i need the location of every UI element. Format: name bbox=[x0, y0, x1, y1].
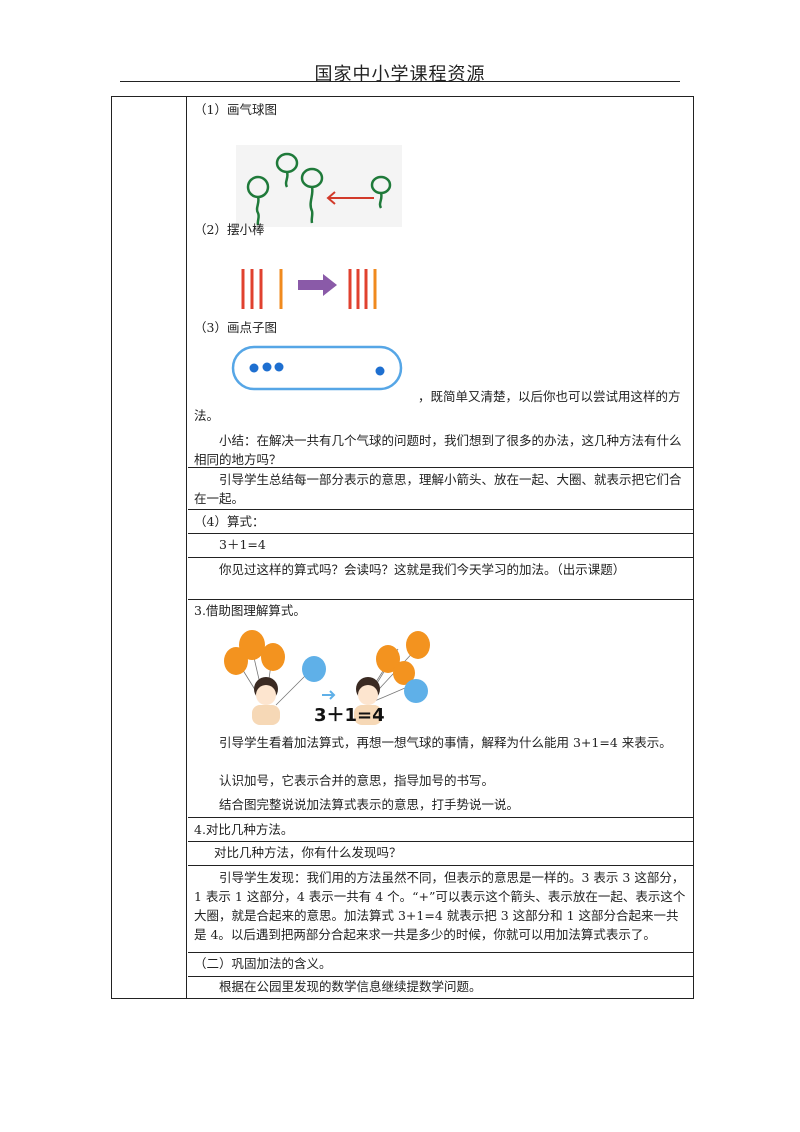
row-divider bbox=[188, 557, 693, 558]
row-divider bbox=[188, 599, 693, 600]
guide-1-text: 引导学生总结每一部分表示的意思，理解小箭头、放在一起、大圈、就表示把它们合在一起… bbox=[194, 472, 682, 506]
discover-text: 引导学生发现：我们用的方法虽然不同，但表示的意思是一样的。3 表示 3 这部分，… bbox=[194, 870, 686, 942]
balloon-kids-picture: 3＋1=4 bbox=[224, 630, 430, 726]
table-left-column bbox=[112, 97, 187, 998]
row-divider bbox=[188, 976, 693, 977]
formula-heading: （4）算式： bbox=[194, 514, 265, 529]
section-3-heading: 3.借助图理解算式。 bbox=[194, 603, 306, 618]
table-right-column: （1）画气球图 （2）摆小棒 bbox=[188, 97, 693, 998]
section-4-heading: 4.对比几种方法。 bbox=[194, 822, 294, 837]
formula-text: 3＋1=4 bbox=[219, 537, 266, 552]
row-divider bbox=[188, 952, 693, 953]
summary-text: 小结：在解决一共有几个气球的问题时，我们想到了很多的办法，这几种方法有什么相同的… bbox=[194, 433, 682, 467]
dots-tail-text: ，既简单又清楚，以后你也可以尝试用这样的方法。 bbox=[194, 389, 681, 423]
dots-drawing bbox=[231, 345, 403, 391]
compare-question: 对比几种方法，你有什么发现吗？ bbox=[214, 845, 402, 860]
gesture-text: 结合图完整说说加法算式表示的意思，打手势说一说。 bbox=[219, 797, 520, 812]
row-divider bbox=[188, 865, 693, 866]
sticks-drawing bbox=[241, 269, 377, 309]
row-divider bbox=[188, 533, 693, 534]
formula-intro-text: 你见过这样的算式吗？会读吗？这就是我们今天学习的加法。（出示课题） bbox=[219, 562, 626, 577]
row-divider bbox=[188, 817, 693, 818]
guide-2-text: 引导学生看着加法算式，再想一想气球的事情，解释为什么能用 3+1=4 来表示。 bbox=[219, 735, 672, 750]
row-divider bbox=[188, 509, 693, 510]
section-two-heading: （二）巩固加法的含义。 bbox=[194, 956, 332, 971]
park-text: 根据在公园里发现的数学信息继续提数学问题。 bbox=[219, 979, 482, 994]
balloon-drawing bbox=[236, 145, 402, 227]
picture-equation: 3＋1=4 bbox=[314, 705, 385, 726]
lesson-table: （1）画气球图 （2）摆小棒 bbox=[111, 96, 694, 999]
header-rule bbox=[120, 81, 680, 82]
plus-sign-text: 认识加号，它表示合并的意思，指导加号的书写。 bbox=[219, 773, 495, 788]
balloon-heading: （1）画气球图 bbox=[194, 102, 277, 117]
sticks-heading: （2）摆小棒 bbox=[194, 222, 265, 237]
row-divider bbox=[188, 467, 693, 468]
page-header-title: 国家中小学课程资源 bbox=[314, 64, 486, 85]
dots-heading: （3）画点子图 bbox=[194, 320, 277, 335]
row-divider bbox=[188, 841, 693, 842]
